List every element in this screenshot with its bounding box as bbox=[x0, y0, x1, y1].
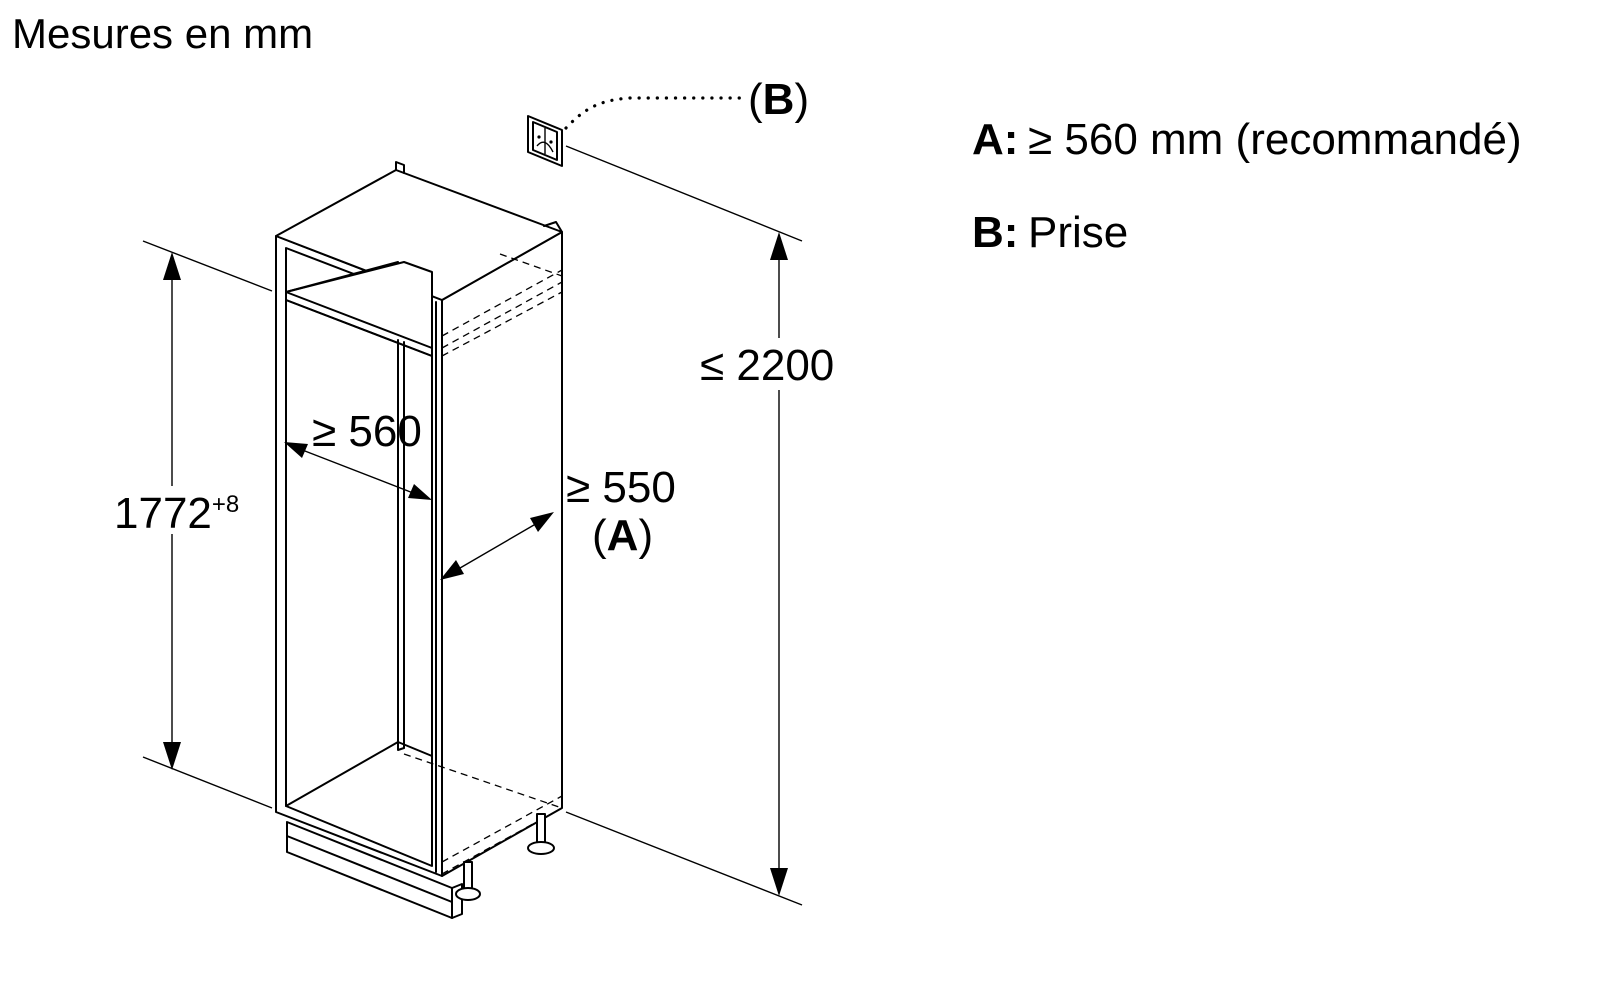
legend: A: ≥ 560 mm (recommandé) B: Prise bbox=[972, 115, 1522, 257]
socket-callout-label: (B) bbox=[748, 75, 809, 124]
power-socket-icon bbox=[527, 115, 563, 167]
diagram-title: Mesures en mm bbox=[12, 10, 313, 57]
niche-height-dimension bbox=[110, 240, 273, 809]
max-height-value: ≤ 2200 bbox=[700, 341, 834, 390]
svg-text:A:: A: bbox=[972, 115, 1018, 164]
width-dimension bbox=[284, 442, 432, 500]
legend-item-b: B: Prise bbox=[972, 208, 1128, 257]
depth-ref-label: (A) bbox=[592, 511, 653, 560]
svg-text:Prise: Prise bbox=[1028, 208, 1128, 257]
svg-text:(B): (B) bbox=[748, 75, 809, 124]
niche-height-value: 1772+8 bbox=[114, 489, 239, 538]
depth-dimension bbox=[440, 512, 554, 580]
socket-callout-leader bbox=[564, 96, 747, 130]
cabinet-outline bbox=[275, 161, 563, 919]
depth-value: ≥ 550 bbox=[566, 463, 676, 512]
svg-text:≥ 560 mm (recommandé): ≥ 560 mm (recommandé) bbox=[1028, 115, 1522, 164]
width-value: ≥ 560 bbox=[312, 407, 422, 456]
svg-text:B:: B: bbox=[972, 208, 1018, 257]
max-height-dimension bbox=[565, 145, 844, 906]
legend-item-a: A: ≥ 560 mm (recommandé) bbox=[972, 115, 1522, 164]
